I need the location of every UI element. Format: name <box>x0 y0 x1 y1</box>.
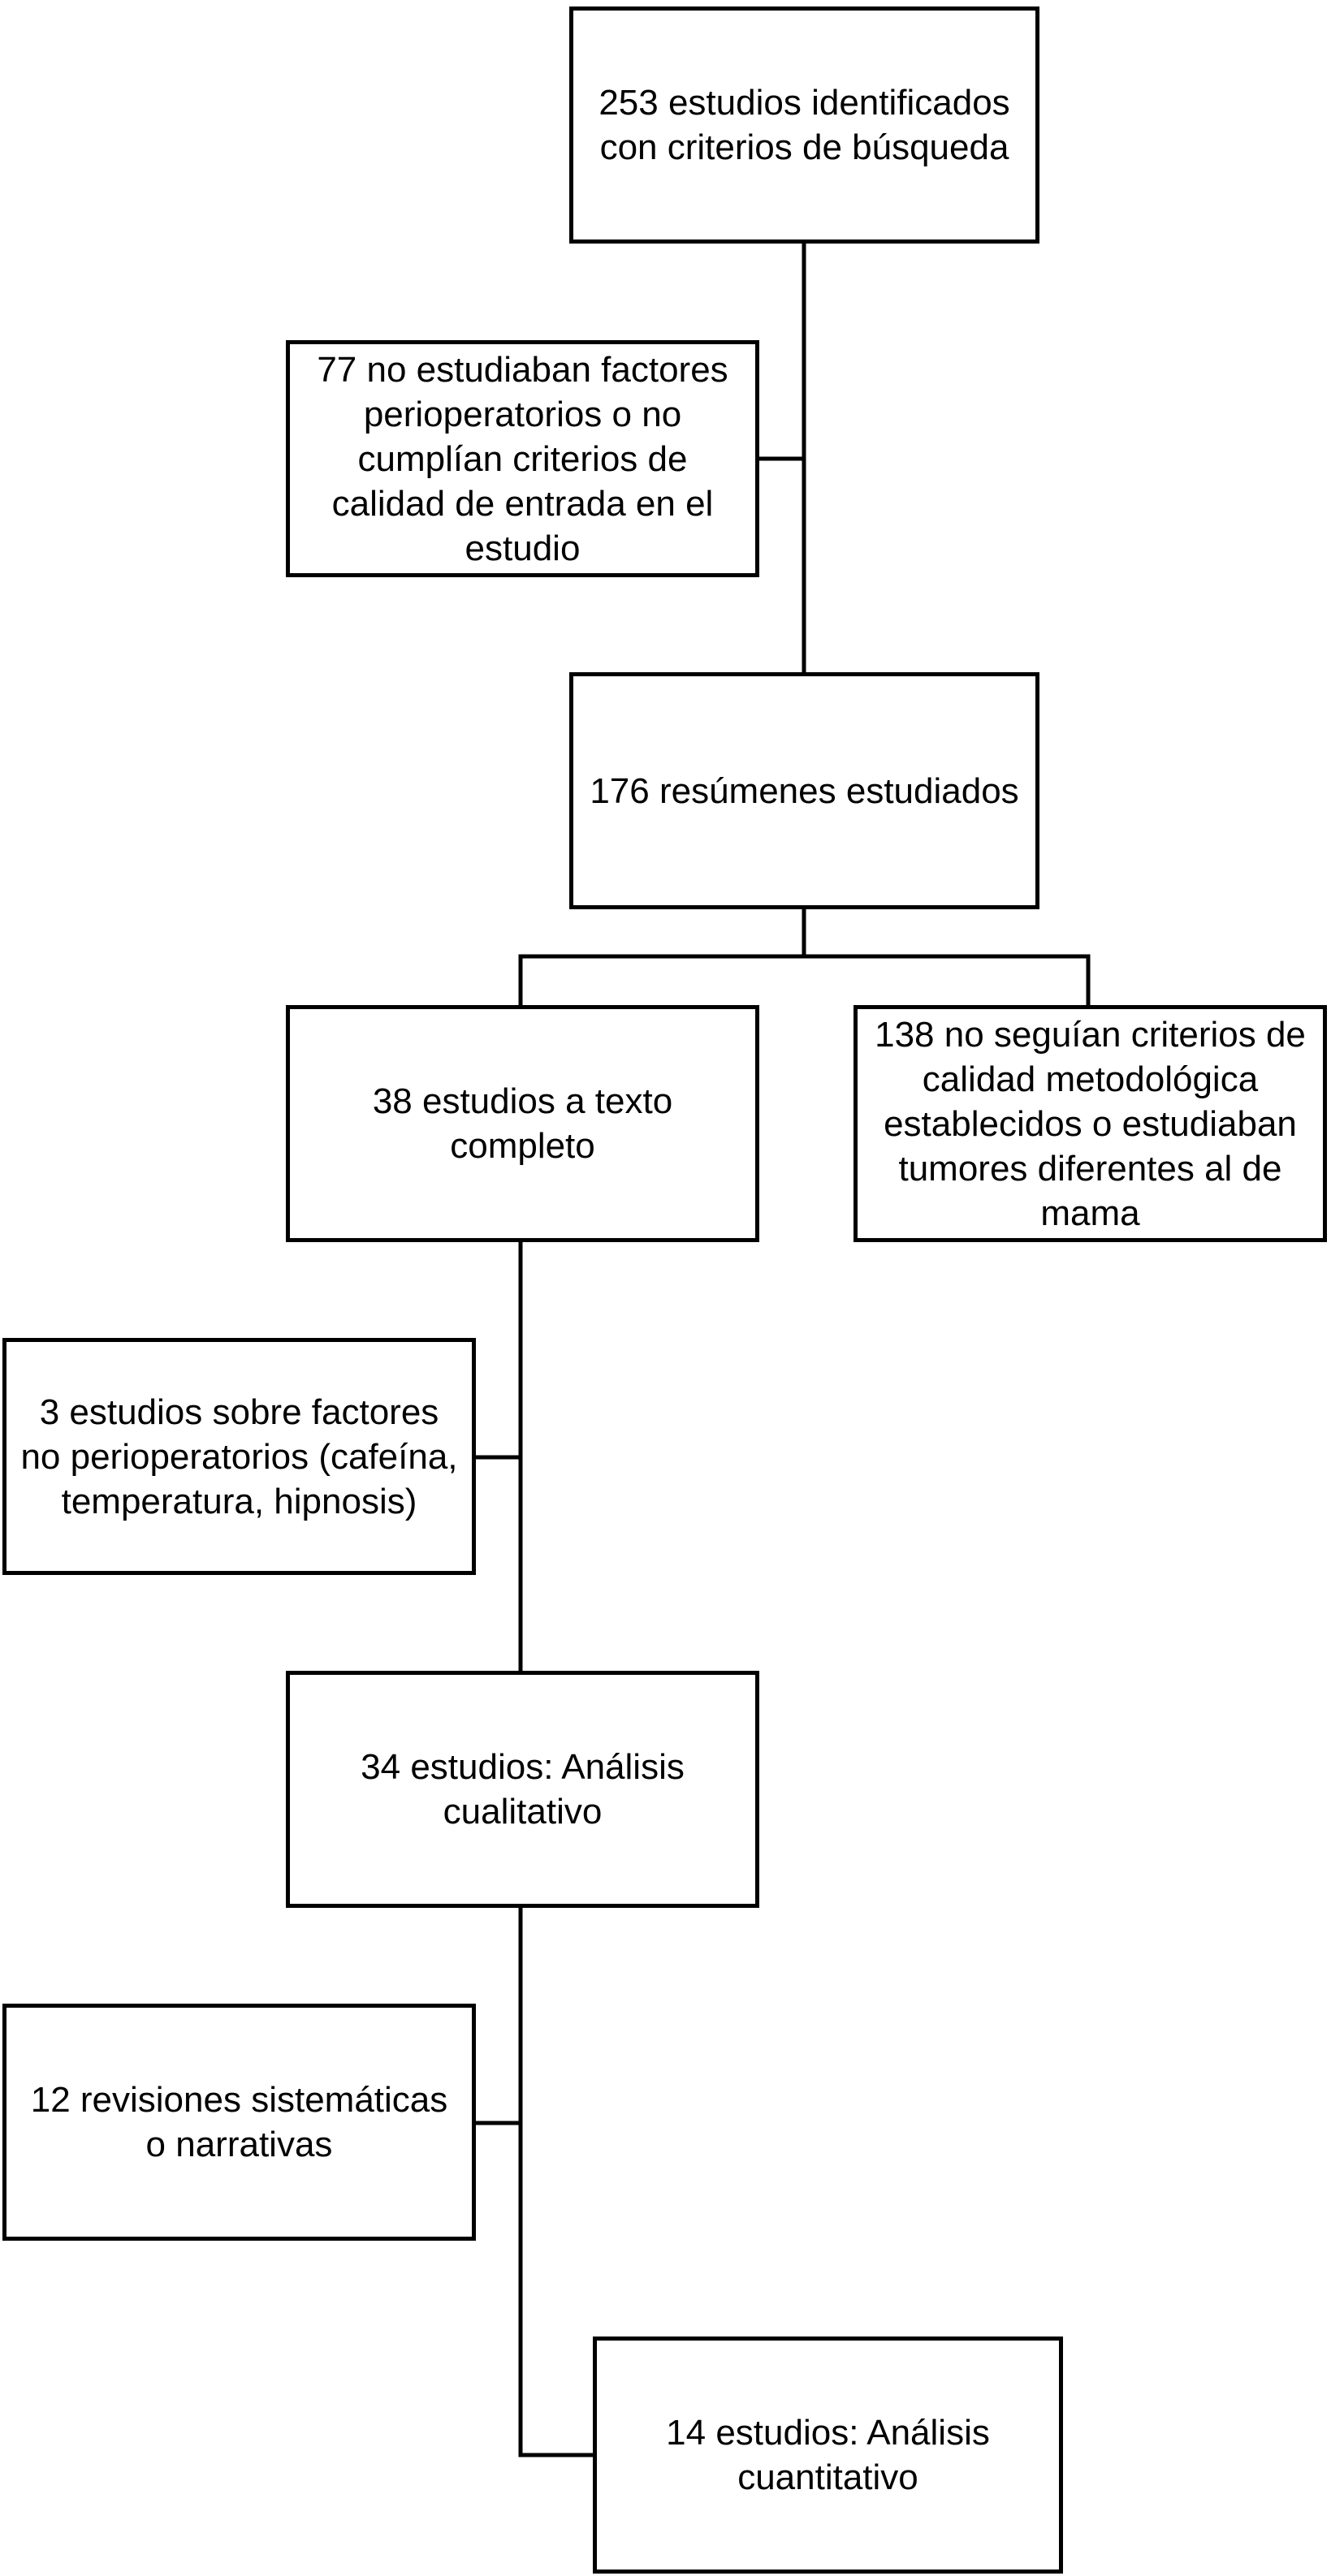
excluded-methodology-box: 138 no seguían criterios de calidad meto… <box>853 1005 1327 1242</box>
excluded-initial-text: 77 no estudiaban factores perioperatorio… <box>317 349 728 568</box>
full-text-text: 38 estudios a texto completo <box>372 1081 673 1166</box>
abstracts-text: 176 resúmenes estudiados <box>590 770 1019 811</box>
identified-studies-box: 253 estudios identificados con criterios… <box>569 6 1039 244</box>
qualitative-text: 34 estudios: Análisis cualitativo <box>361 1747 685 1832</box>
excluded-methodology-text: 138 no seguían criterios de calidad meto… <box>875 1014 1306 1233</box>
excluded-reviews-text: 12 revisiones sistemáticas o narrativas <box>30 2080 448 2164</box>
excluded-non-periop-box: 3 estudios sobre factores no perioperato… <box>2 1338 476 1575</box>
excluded-reviews-box: 12 revisiones sistemáticas o narrativas <box>2 2004 476 2241</box>
excluded-non-periop-text: 3 estudios sobre factores no perioperato… <box>20 1392 458 1521</box>
qualitative-box: 34 estudios: Análisis cualitativo <box>286 1671 759 1908</box>
full-text-box: 38 estudios a texto completo <box>286 1005 759 1242</box>
quantitative-text: 14 estudios: Análisis cuantitativo <box>666 2413 990 2497</box>
quantitative-box: 14 estudios: Análisis cuantitativo <box>593 2337 1063 2574</box>
excluded-initial-box: 77 no estudiaban factores perioperatorio… <box>286 340 759 577</box>
abstracts-box: 176 resúmenes estudiados <box>569 672 1039 909</box>
identified-studies-text: 253 estudios identificados con criterios… <box>599 83 1010 167</box>
